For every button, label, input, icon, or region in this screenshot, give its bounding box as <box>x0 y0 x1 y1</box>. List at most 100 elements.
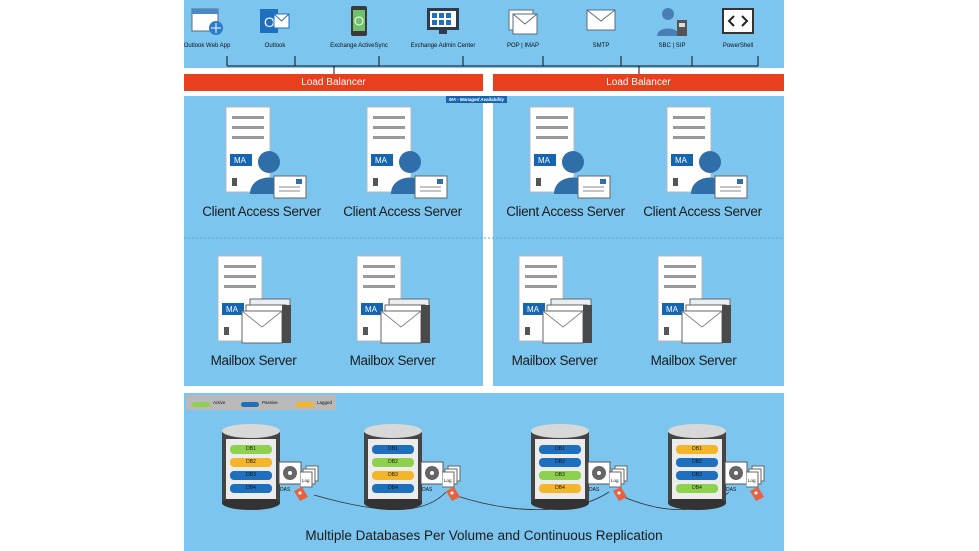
log-label: Log <box>444 478 452 483</box>
legend-active-swatch <box>192 402 210 407</box>
legend-lagged-label: Lagged <box>317 400 333 405</box>
client-pop-imap: POP | IMAP <box>483 4 563 49</box>
mailbox-server-icon: MA <box>325 253 460 353</box>
database-band: DB2 <box>230 458 272 467</box>
volume-label: DAS <box>280 487 291 493</box>
svg-text:MA: MA <box>538 156 551 165</box>
mailbox-server-icon: MA <box>487 253 622 353</box>
client-smtp: SMTP <box>561 4 641 49</box>
client-label: Outlook Web App <box>183 43 231 49</box>
mailbox-server: MA Mailbox Server <box>186 253 321 368</box>
replication-tag-icon <box>748 485 766 508</box>
database-band: DB1 <box>230 445 272 454</box>
client-access-server-icon: MA <box>194 104 329 204</box>
server-label: Client Access Server <box>506 204 625 219</box>
database-band: DB4 <box>676 484 718 493</box>
database-band: DB3 <box>372 471 414 480</box>
svg-text:MA: MA <box>365 305 378 314</box>
volume-label: DAS <box>589 487 600 493</box>
client-label: POP | IMAP <box>506 43 540 49</box>
powershell-icon <box>698 4 778 40</box>
client-label: Exchange Admin Center <box>410 43 476 49</box>
legend-passive-swatch <box>241 402 259 407</box>
server-label: Mailbox Server <box>349 353 436 368</box>
client-exchange-activesync: Exchange ActiveSync <box>319 4 399 49</box>
log-files-icon <box>441 465 464 496</box>
mailbox-server-icon: MA <box>626 253 761 353</box>
database-band: DB4 <box>539 484 581 493</box>
svg-text:MA: MA <box>675 156 688 165</box>
database-band: DB1 <box>372 445 414 454</box>
database-band: DB1 <box>539 445 581 454</box>
replication-tag-icon <box>292 485 310 508</box>
log-files-icon <box>608 465 631 496</box>
server-label: Mailbox Server <box>650 353 737 368</box>
svg-text:MA: MA <box>375 156 388 165</box>
client-label: SBC | SIP <box>658 43 686 49</box>
exchange-activesync-icon <box>319 4 399 40</box>
disk-icon <box>420 461 444 494</box>
client-access-server: MA Client Access Server <box>635 104 770 219</box>
svg-text:MA: MA <box>234 156 247 165</box>
database-band: DB4 <box>372 484 414 493</box>
legend: Active Passive Lagged <box>186 395 336 410</box>
log-files-icon <box>745 465 768 496</box>
client-label: SMTP <box>592 43 610 49</box>
managed-availability-tag: MA - Managed Availability <box>446 96 508 103</box>
legend-active-label: Active <box>213 400 226 405</box>
load-balancer-right: Load Balancer <box>493 74 784 91</box>
svg-text:MA: MA <box>226 305 239 314</box>
mailbox-server-icon: MA <box>186 253 321 353</box>
replication-tag-icon <box>444 485 462 508</box>
client-access-server-icon: MA <box>335 104 470 204</box>
server-label: Client Access Server <box>343 204 462 219</box>
client-connector-lines <box>226 56 759 74</box>
client-sbc-sip: SBC | SIP <box>632 4 712 49</box>
disk-icon <box>278 461 302 494</box>
client-label: PowerShell <box>722 43 754 49</box>
log-label: Log <box>748 478 756 483</box>
client-outlook: O Outlook <box>235 4 315 49</box>
server-label: Mailbox Server <box>210 353 297 368</box>
client-label: Exchange ActiveSync <box>330 43 388 49</box>
database-band: DB2 <box>676 458 718 467</box>
load-balancer-left: Load Balancer <box>184 74 483 91</box>
client-powershell: PowerShell <box>698 4 778 49</box>
server-label: Mailbox Server <box>511 353 598 368</box>
server-label: Client Access Server <box>202 204 321 219</box>
log-label: Log <box>611 478 619 483</box>
mailbox-server: MA Mailbox Server <box>487 253 622 368</box>
svg-text:O: O <box>264 14 275 30</box>
database-band: DB3 <box>539 471 581 480</box>
database-band: DB1 <box>676 445 718 454</box>
client-access-server-icon: MA <box>498 104 633 204</box>
server-label: Client Access Server <box>643 204 762 219</box>
client-exchange-admin-center: Exchange Admin Center <box>403 4 483 49</box>
row-divider <box>184 237 784 239</box>
pop-imap-icon <box>483 4 563 40</box>
database-band: DB2 <box>539 458 581 467</box>
svg-text:MA: MA <box>527 305 540 314</box>
log-label: Log <box>302 478 310 483</box>
client-access-server: MA Client Access Server <box>498 104 633 219</box>
database-band: DB4 <box>230 484 272 493</box>
exchange-admin-center-icon <box>403 4 483 40</box>
mailbox-server: MA Mailbox Server <box>325 253 460 368</box>
client-outlook-web-app: Outlook Web App <box>167 4 247 49</box>
database-band: DB2 <box>372 458 414 467</box>
volume-label: DAS <box>726 487 737 493</box>
client-access-server: MA Client Access Server <box>194 104 329 219</box>
client-label: Outlook <box>264 43 286 49</box>
database-band: DB3 <box>676 471 718 480</box>
legend-lagged-swatch <box>296 402 314 407</box>
client-access-server: MA Client Access Server <box>335 104 470 219</box>
outlook-web-app-icon <box>167 4 247 40</box>
database-band: DB3 <box>230 471 272 480</box>
log-files-icon <box>299 465 322 496</box>
disk-icon <box>724 461 748 494</box>
